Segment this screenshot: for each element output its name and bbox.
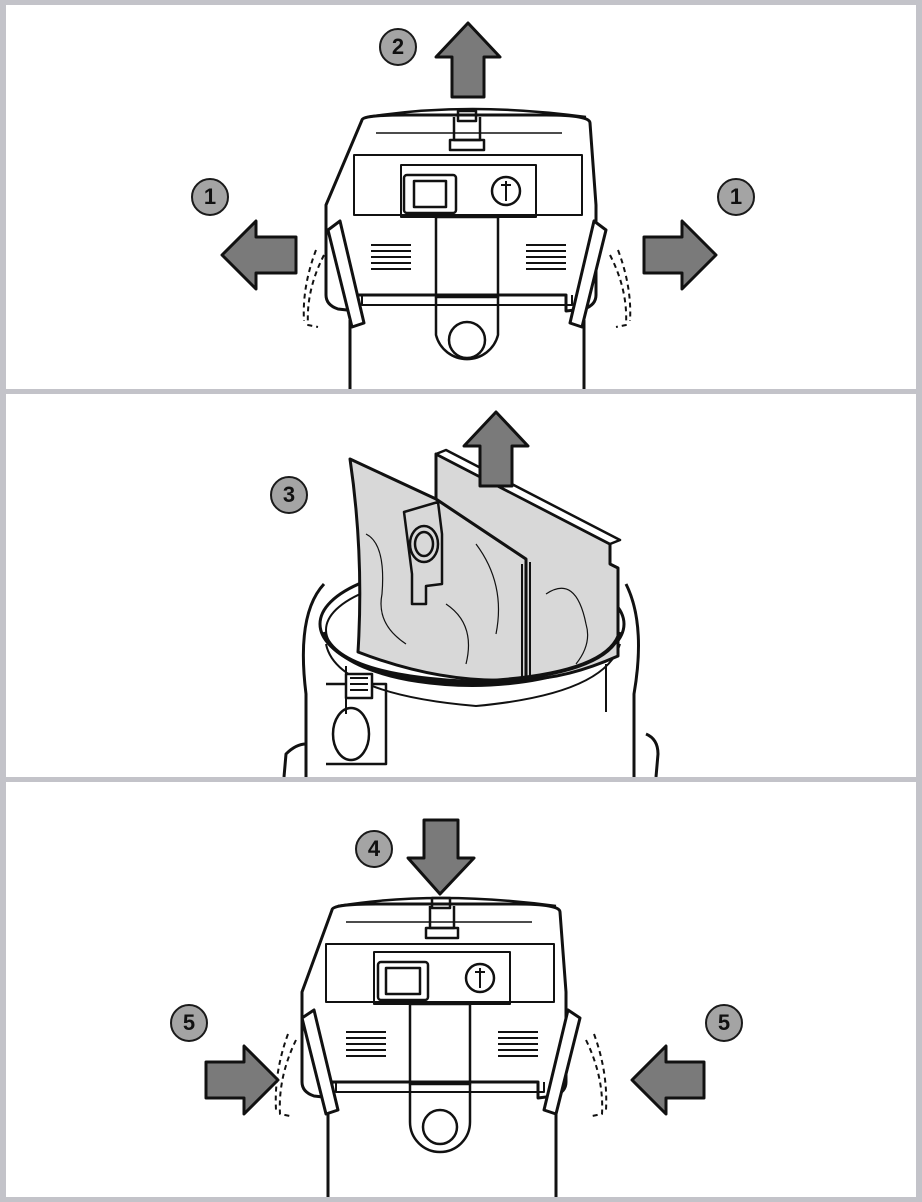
arrow-in-icon (204, 1044, 280, 1116)
arrow-in-icon (630, 1044, 706, 1116)
step-badge-2: 2 (379, 28, 417, 66)
panel-divider-1 (0, 389, 922, 394)
arrow-down-icon (406, 818, 476, 896)
step-badge-4: 4 (355, 830, 393, 868)
arrow-out-icon (220, 219, 298, 291)
arrow-up-icon (434, 21, 502, 99)
step-badge-3: 3 (270, 476, 308, 514)
panel-refit-head: 4 5 5 (6, 782, 916, 1197)
panel-divider-2 (0, 777, 922, 782)
panel-remove-head: 1 1 2 (6, 5, 916, 389)
arrow-out-icon (642, 219, 718, 291)
step-badge-1-right: 1 (717, 178, 755, 216)
step-badge-5-right: 5 (705, 1004, 743, 1042)
panel-remove-bag: 3 (6, 394, 916, 777)
step-badge-1-left: 1 (191, 178, 229, 216)
vacuum-head-illustration (204, 818, 706, 1197)
arrow-up-icon (462, 410, 530, 488)
vacuum-head-illustration (220, 21, 718, 389)
filter-bag-illustration (282, 410, 660, 777)
step-badge-5-left: 5 (170, 1004, 208, 1042)
